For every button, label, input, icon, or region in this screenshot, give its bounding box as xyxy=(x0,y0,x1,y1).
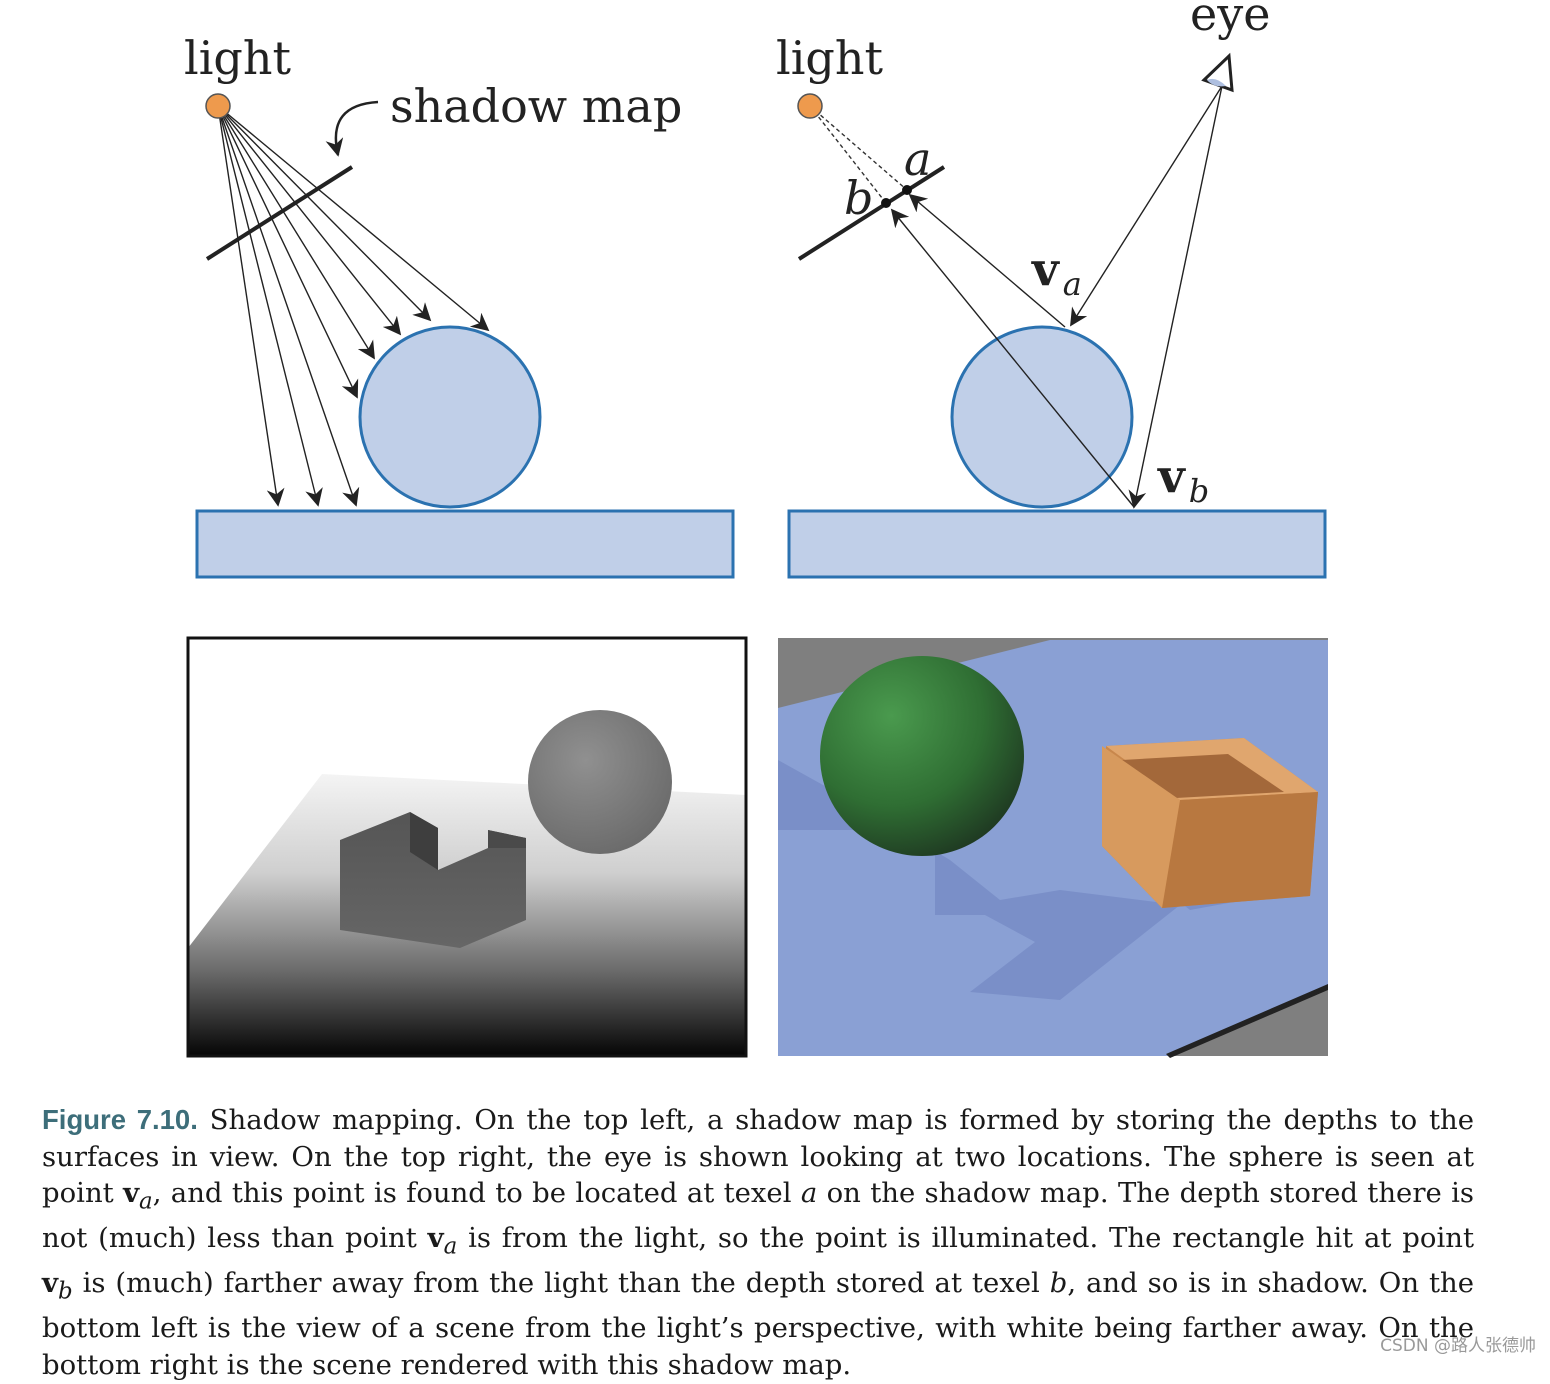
figure-7-10-illustration: light shadow map light eye xyxy=(184,0,1328,1058)
texel-a-dot xyxy=(902,185,912,195)
eye-ray-to-va xyxy=(1070,85,1223,327)
light-ray xyxy=(217,105,490,332)
vb-label-sub: b xyxy=(1189,472,1209,510)
caption-vb-base: v xyxy=(42,1267,58,1300)
dashed-light-line-a xyxy=(809,105,908,191)
depth-map-border xyxy=(186,636,748,1058)
shadowed-scene-render xyxy=(778,638,1328,1058)
va-label-sub: a xyxy=(1063,265,1082,303)
texel-a-label: a xyxy=(904,132,931,186)
va-label-base: v xyxy=(1031,242,1060,296)
light-ray xyxy=(217,105,432,322)
light-rays xyxy=(217,105,490,507)
light-source-right xyxy=(797,93,823,119)
eye-icon xyxy=(1201,52,1234,93)
vb-to-texel-b xyxy=(890,208,1135,508)
depth-map-sphere xyxy=(528,710,672,854)
caption-text: on the shadow map. The depth stored ther… xyxy=(42,1177,1474,1255)
scene-green-sphere xyxy=(820,656,1024,856)
light-ray xyxy=(217,105,402,336)
caption-va-base: v xyxy=(427,1222,444,1255)
ground-rectangle-right xyxy=(787,509,1327,579)
light-ray xyxy=(217,105,375,360)
caption-text: Shadow mapping. On the top left, a shado… xyxy=(42,1104,1475,1210)
shadow-map-label: shadow map xyxy=(390,79,682,133)
scene-orange-box xyxy=(1102,738,1318,908)
caption-texel-b: b xyxy=(1049,1267,1068,1300)
texel-b-label: b xyxy=(844,171,873,225)
light-ray xyxy=(217,105,323,507)
caption-text: is from the light, so the point is illum… xyxy=(457,1222,1475,1255)
va-to-texel-a xyxy=(908,193,1066,328)
scene-floor-edge xyxy=(1166,984,1328,1058)
shadow-map-callout-arrow xyxy=(325,100,379,157)
light-ray xyxy=(217,105,360,507)
depth-map-render xyxy=(186,636,748,1058)
eye-label: eye xyxy=(1190,0,1270,41)
caption-text: , and this point is found to be located … xyxy=(152,1177,801,1210)
shadow-map-plane xyxy=(205,165,354,261)
figure-label: Figure 7.10. xyxy=(42,1104,198,1135)
shadow-map-plane-right xyxy=(797,165,946,261)
depth-map-box xyxy=(340,812,526,948)
eye-ray-to-vb xyxy=(1128,85,1223,509)
figure-caption: Figure 7.10. Shadow mapping. On the top … xyxy=(42,1102,1474,1384)
light-label-right: light xyxy=(776,31,883,85)
caption-vb-sub: b xyxy=(57,1278,73,1305)
texel-b-dot xyxy=(881,198,891,208)
light-ray xyxy=(217,105,359,399)
caption-va-base: v xyxy=(123,1177,140,1210)
light-ray xyxy=(217,105,285,507)
watermark: CSDN @路人张德帅 xyxy=(1380,1336,1536,1356)
caption-text: is (much) farther away from the light th… xyxy=(72,1267,1050,1300)
light-source-left xyxy=(205,93,231,119)
light-label-left: light xyxy=(184,31,291,85)
diagram-shadow-map-formation: light shadow map xyxy=(184,31,735,579)
ground-rectangle-left xyxy=(195,509,735,579)
caption-va-sub: a xyxy=(443,1233,458,1260)
caption-texel-a: a xyxy=(800,1177,818,1210)
caption-va-sub: a xyxy=(139,1188,153,1215)
vb-label-base: v xyxy=(1157,449,1186,503)
sphere-left xyxy=(358,325,542,509)
sphere-right xyxy=(950,325,1134,509)
